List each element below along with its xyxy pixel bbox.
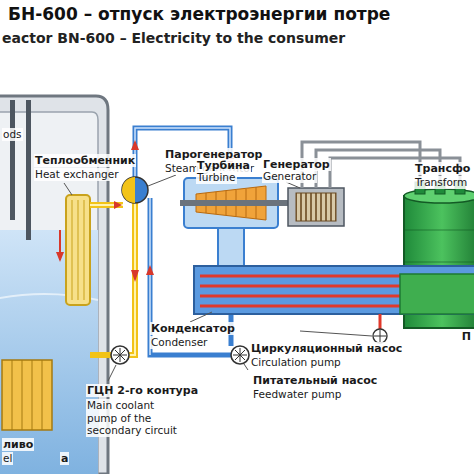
- part-label: ливо: [2, 438, 34, 451]
- part-label: Turbine: [196, 171, 237, 184]
- part-label: Теплообменник: [34, 154, 136, 167]
- part-label: Трансфо: [414, 162, 471, 175]
- subtitle: eactor BN-600 – Electricity to the consu…: [2, 30, 345, 47]
- part-label: П: [461, 330, 472, 343]
- part-label: Питательный насос: [252, 374, 378, 387]
- part-label: Transform: [414, 176, 468, 189]
- part-label: Condenser: [150, 336, 208, 349]
- part-label: а: [60, 452, 69, 465]
- part-label: Main coolant pump of the secondary circu…: [86, 399, 188, 437]
- part-label: Конденсатор: [150, 322, 236, 335]
- part-label: ods: [2, 128, 23, 141]
- part-label: Circulation pump: [250, 356, 342, 369]
- diagram-title: БН-600 – отпуск электроэнергии потре: [8, 4, 390, 24]
- part-label: Циркуляционный насос: [250, 342, 403, 355]
- part-label: Generator: [262, 170, 317, 183]
- part-label: el: [2, 452, 13, 465]
- part-label: ГЦН 2-го контура: [86, 384, 199, 397]
- part-label: Heat exchanger: [34, 168, 120, 181]
- part-label: Feedwater pump: [252, 388, 343, 401]
